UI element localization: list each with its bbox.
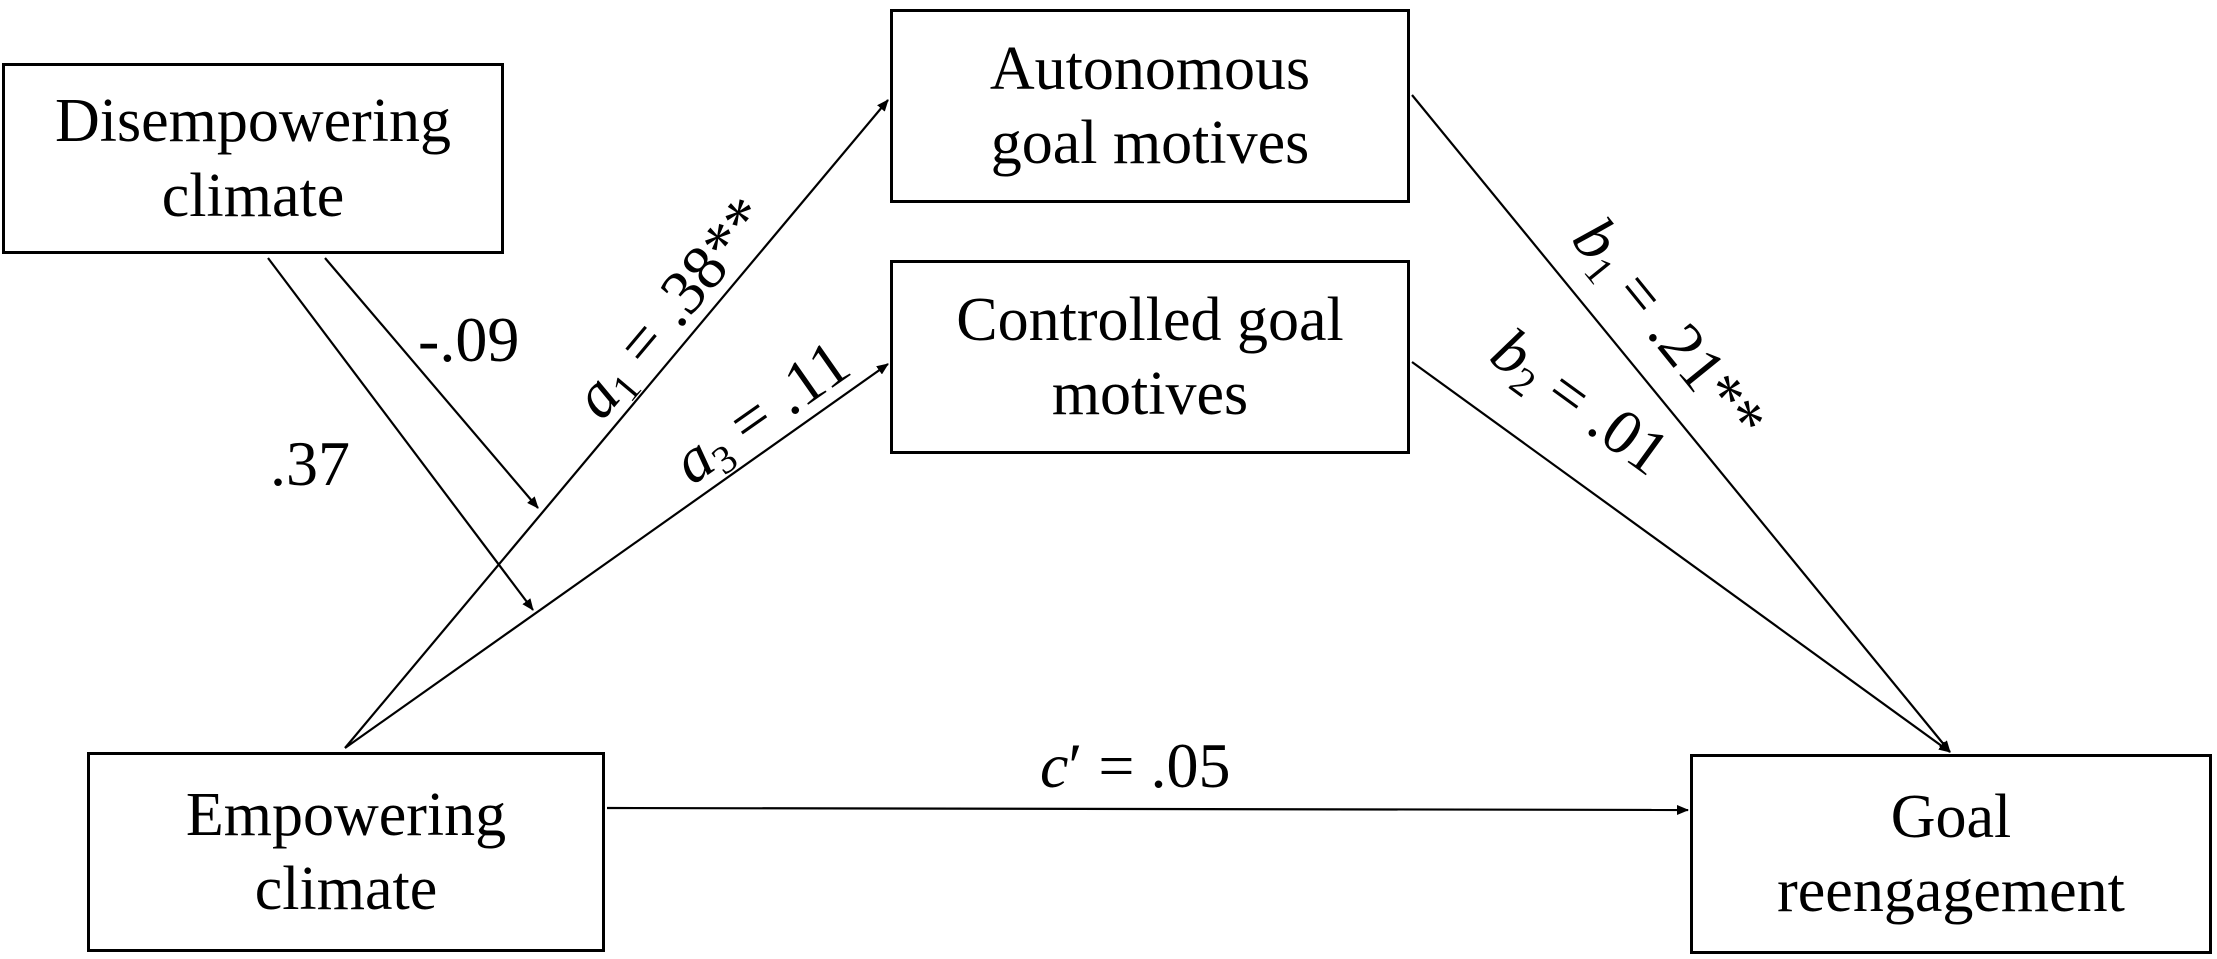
- arrow-disempowering-moderates-a3: [267, 257, 534, 611]
- arrow-empowering-to-autonomous: [344, 99, 889, 749]
- node-label: Goal: [1890, 782, 2012, 851]
- node-label: climate: [254, 855, 438, 923]
- node-label: Autonomous: [989, 34, 1311, 103]
- label-moderator-a1: -.09: [418, 304, 519, 375]
- arrow-controlled-to-goal: [1411, 361, 1951, 753]
- node-label: Empowering: [185, 780, 507, 849]
- node-label: motives: [1051, 360, 1249, 428]
- node-empowering-climate: Empowering climate: [87, 752, 605, 952]
- label-c-prime: c′ = .05: [1040, 730, 1231, 801]
- label-moderator-a3: .37: [270, 428, 350, 499]
- node-autonomous-goal-motives: Autonomous goal motives: [890, 9, 1410, 203]
- node-controlled-goal-motives: Controlled goal motives: [890, 260, 1410, 454]
- node-label: Disempowering: [54, 87, 452, 156]
- node-label: climate: [161, 161, 345, 230]
- arrow-disempowering-moderates-a1: [324, 257, 539, 509]
- node-label: reengagement: [1777, 857, 2125, 925]
- node-disempowering-climate: Disempowering climate: [2, 63, 504, 254]
- node-label: goal motives: [990, 109, 1310, 177]
- arrow-empowering-to-controlled: [344, 363, 889, 749]
- arrow-empowering-to-goal: [606, 804, 1689, 815]
- node-label: Controlled goal: [956, 285, 1344, 354]
- label-a3: a3 = .11: [659, 326, 865, 502]
- arrow-autonomous-to-goal: [1411, 94, 1951, 753]
- node-goal-reengagement: Goal reengagement: [1690, 754, 2212, 954]
